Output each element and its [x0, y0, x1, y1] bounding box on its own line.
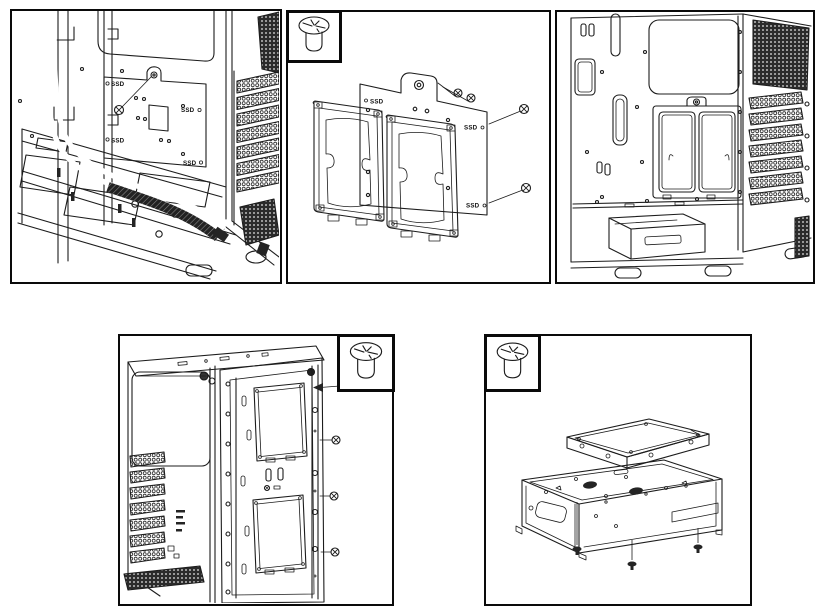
rear-center-details [263, 467, 284, 492]
routed-cables [43, 11, 230, 243]
ssd-label: SSD [370, 99, 384, 106]
cable-connector [212, 226, 230, 243]
panel-step-ssd-bracket: SSD SSD SSD [285, 9, 551, 284]
hdd-drive [566, 418, 710, 469]
cage-screws [572, 502, 703, 570]
ssd-drive-right [385, 114, 459, 242]
case-with-bracket-illustration [570, 13, 812, 279]
hdd-cage-illustration [515, 418, 723, 570]
ssd-bracket-assembly-illustration: SSD SSD SSD [312, 72, 532, 242]
screw-legend-box [336, 333, 395, 392]
case-frame [17, 11, 279, 266]
rear-mesh [748, 19, 810, 259]
screw-legend-box [483, 333, 541, 392]
case-interior-illustration: SSD SSD SSD SSD [17, 11, 279, 280]
rear-panel [219, 357, 325, 603]
bracket-labels: SSD SSD SSD [364, 99, 487, 210]
drive-cage [515, 459, 723, 561]
ssd-rear-bottom [252, 494, 307, 575]
phillips-round-head-screw-icon [349, 341, 382, 379]
expansion-slot-mesh [233, 11, 279, 257]
case-floor [17, 128, 267, 280]
case-rear-illustration [123, 345, 341, 603]
case-roof [127, 345, 325, 385]
ssd-drive-left [312, 100, 385, 226]
ssd-label: SSD [183, 160, 197, 167]
rear-mounting-screws [313, 383, 341, 557]
ssd-rear-top [253, 382, 308, 463]
ssd-label: SSD [111, 138, 125, 145]
ssd-label: SSD [466, 203, 480, 210]
ssd-label: SSD [464, 125, 478, 132]
panel-step-bracket-installed [555, 10, 815, 284]
drive-cage [572, 196, 744, 260]
installed-ssd-bracket [652, 96, 742, 200]
ssd-bracket-plate [359, 72, 488, 216]
ssd-plate-labels: SSD SSD SSD SSD [105, 81, 203, 167]
phillips-round-head-screw-icon [297, 15, 330, 52]
ssd-label: SSD [181, 107, 195, 114]
ssd-label: SSD [111, 81, 125, 88]
panel-step-rear-screws [118, 333, 395, 606]
motherboard-tray [574, 13, 740, 200]
panel-step-hdd-cage [483, 333, 752, 606]
side-wall [123, 361, 216, 603]
mounting-screws [437, 82, 532, 204]
braided-cable-sleeve [106, 182, 222, 241]
phillips-round-head-screw-icon [496, 342, 528, 378]
screw-legend-box [285, 9, 342, 63]
panel-step-interior-cables: SSD SSD SSD SSD [10, 9, 282, 284]
ssd-mounting-plate [103, 66, 207, 168]
